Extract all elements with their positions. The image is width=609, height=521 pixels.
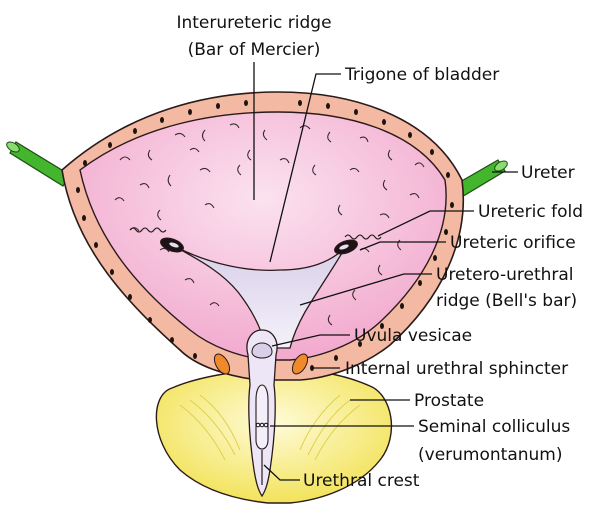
label-interureteric-ridge-1: Interureteric ridge: [176, 13, 331, 33]
label-uretero-urethral-2: ridge (Bell's bar): [436, 291, 577, 311]
label-ureter: Ureter: [521, 163, 575, 183]
uvula-vesicae: [252, 343, 272, 358]
label-uretero-urethral-1: Uretero-urethral: [436, 265, 574, 285]
label-interureteric-ridge-2: (Bar of Mercier): [188, 40, 321, 60]
label-ureteric-orifice: Ureteric orifice: [450, 233, 576, 253]
seminal-colliculus: [256, 385, 268, 449]
label-ureteric-fold: Ureteric fold: [478, 202, 583, 222]
label-seminal-colliculus-2: (verumontanum): [418, 445, 562, 465]
label-prostate: Prostate: [414, 391, 484, 411]
label-uvula-vesicae: Uvula vesicae: [354, 326, 472, 346]
label-trigone: Trigone of bladder: [344, 65, 499, 85]
label-internal-urethral-sphincter: Internal urethral sphincter: [345, 359, 568, 379]
label-urethral-crest: Urethral crest: [303, 471, 420, 491]
ureter-left: [5, 140, 70, 186]
label-seminal-colliculus-1: Seminal colliculus: [418, 417, 570, 437]
